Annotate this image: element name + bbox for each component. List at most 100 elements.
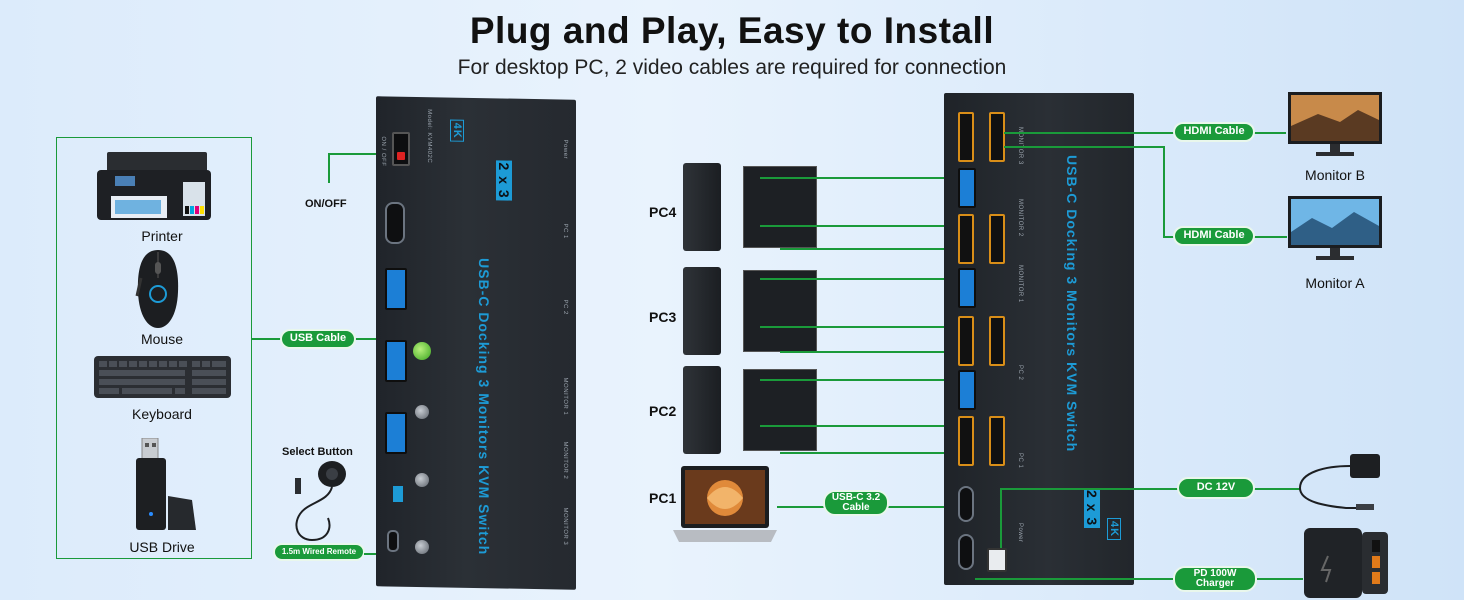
power-switch[interactable] bbox=[392, 132, 410, 166]
pd-charger-icon bbox=[1304, 528, 1390, 598]
pc4-hdmi-in-b[interactable] bbox=[989, 214, 1005, 264]
pd-charger-line1: PD 100W bbox=[1193, 567, 1237, 579]
back-4k-badge: 4K bbox=[1107, 518, 1121, 541]
back-label-pc2: PC 2 bbox=[1017, 365, 1023, 381]
back-label-monitor1: MONITOR 1 bbox=[1017, 265, 1023, 303]
pc4-rear-panel bbox=[743, 166, 817, 248]
back-label-monitor3: MONITOR 3 bbox=[1017, 127, 1023, 165]
remote-line bbox=[364, 553, 386, 555]
pc2-select-button[interactable] bbox=[415, 405, 429, 419]
pc4-line-c bbox=[780, 248, 980, 250]
back-label-power: Power bbox=[1017, 523, 1023, 543]
on-off-line bbox=[328, 153, 388, 155]
front-label-monitor1: MONITOR 1 bbox=[562, 377, 568, 416]
pc1-label: PC1 bbox=[649, 490, 677, 506]
monitor3-hdmi-out-b[interactable] bbox=[989, 112, 1005, 162]
pc3-line-b bbox=[760, 326, 960, 328]
back-product-text: USB-C Docking 3 Monitors KVM Switch bbox=[1064, 155, 1080, 453]
pc2-hdmi-in-a[interactable] bbox=[958, 416, 974, 466]
pc4-line-a bbox=[760, 177, 960, 179]
pd-charger-line2: Charger bbox=[1195, 578, 1235, 589]
remote-port[interactable] bbox=[387, 530, 399, 552]
front-usb-port-2[interactable] bbox=[385, 340, 407, 382]
page-subtitle: For desktop PC, 2 video cables are requi… bbox=[457, 56, 1007, 79]
pc3-tower-icon bbox=[683, 267, 721, 355]
keyboard-label: Keyboard bbox=[132, 406, 192, 422]
dc-line-vert bbox=[1000, 488, 1002, 548]
pd-charger-badge: PD 100W Charger bbox=[1173, 566, 1257, 592]
wired-remote-icon bbox=[288, 458, 354, 544]
pc1-usbc-port[interactable] bbox=[958, 486, 974, 522]
monitor-b-label: Monitor B bbox=[1305, 167, 1365, 183]
wired-remote-badge: 1.5m Wired Remote bbox=[273, 543, 365, 561]
dc-12v-badge: DC 12V bbox=[1177, 477, 1255, 499]
pc3-select-button[interactable] bbox=[415, 473, 429, 487]
front-model-label: Model: KVM402C bbox=[426, 109, 432, 164]
pd-usbc-port[interactable] bbox=[958, 534, 974, 570]
usbc-cable-line1: USB-C 3.2 bbox=[831, 491, 881, 503]
back-label-pc1: PC 1 bbox=[1017, 453, 1023, 469]
pc3-line-c bbox=[780, 351, 980, 353]
select-button-label: Select Button bbox=[282, 446, 353, 458]
on-off-label: ON/OFF bbox=[305, 198, 347, 210]
power-adapter-icon bbox=[1296, 452, 1386, 514]
edid-switch[interactable] bbox=[393, 486, 403, 502]
laptop-icon bbox=[673, 466, 777, 544]
front-usb-port-1[interactable] bbox=[385, 268, 407, 310]
pc3-hdmi-in-b[interactable] bbox=[989, 316, 1005, 366]
page-title: Plug and Play, Easy to Install bbox=[469, 10, 995, 51]
monitor-a-line-v bbox=[1163, 146, 1165, 236]
hdmi-cable-b-badge: HDMI Cable bbox=[1173, 122, 1255, 142]
pd-line bbox=[975, 578, 1303, 580]
usb-drive-icon bbox=[132, 437, 198, 532]
front-4k-badge: 4K bbox=[450, 119, 464, 142]
pc3-line-a bbox=[760, 278, 960, 280]
usb-cable-badge: USB Cable bbox=[280, 329, 356, 349]
pc2-label: PC2 bbox=[649, 403, 677, 419]
peripherals-box bbox=[56, 137, 252, 559]
pc4-label: PC4 bbox=[649, 204, 677, 220]
monitor-a-line-h1 bbox=[1004, 146, 1164, 148]
pc3-rear-panel bbox=[743, 270, 817, 352]
hdmi-cable-a-badge: HDMI Cable bbox=[1173, 226, 1255, 246]
keyboard-icon bbox=[94, 356, 231, 398]
pc2-hdmi-in-b[interactable] bbox=[989, 416, 1005, 466]
front-label-pc2: PC 2 bbox=[562, 299, 568, 315]
pc2-line-b bbox=[760, 425, 960, 427]
monitor3-hdmi-out-a[interactable] bbox=[958, 112, 974, 162]
back-label-monitor2: MONITOR 2 bbox=[1017, 199, 1023, 237]
printer-label: Printer bbox=[141, 228, 183, 244]
back-2x3-badge: 2 x 3 bbox=[1084, 488, 1100, 529]
pc3-usb-port[interactable] bbox=[958, 268, 976, 308]
front-label-monitor2: MONITOR 2 bbox=[562, 441, 568, 480]
printer-icon bbox=[97, 152, 211, 228]
pc3-hdmi-in-a[interactable] bbox=[958, 316, 974, 366]
front-usb-port-3[interactable] bbox=[385, 412, 407, 454]
front-label-monitor3: MONITOR 3 bbox=[562, 507, 568, 546]
mouse-icon bbox=[134, 248, 182, 330]
pc4-hdmi-in-a[interactable] bbox=[958, 214, 974, 264]
front-product-text: USB-C Docking 3 Monitors KVM Switch bbox=[476, 258, 492, 556]
pc2-usb-port[interactable] bbox=[958, 370, 976, 410]
front-label-pc1: PC 1 bbox=[562, 223, 568, 239]
usbc-cable-line2: Cable bbox=[842, 502, 870, 513]
pc1-select-button[interactable] bbox=[413, 342, 431, 360]
pc2-rear-panel bbox=[743, 369, 817, 451]
pc4-select-button[interactable] bbox=[415, 540, 429, 554]
usb-drive-label: USB Drive bbox=[129, 539, 195, 555]
front-power-switch-label: ON / OFF bbox=[380, 136, 386, 167]
front-usbc-port[interactable] bbox=[385, 202, 405, 244]
pc3-label: PC3 bbox=[649, 309, 677, 325]
pc4-usb-port[interactable] bbox=[958, 168, 976, 208]
mouse-label: Mouse bbox=[140, 331, 184, 347]
dc-line bbox=[1000, 488, 1300, 490]
dc-power-jack[interactable] bbox=[987, 548, 1007, 572]
usbc-cable-badge: USB-C 3.2 Cable bbox=[823, 490, 889, 516]
monitor-b-icon bbox=[1288, 92, 1382, 158]
front-label-power: Power bbox=[562, 139, 568, 160]
monitor-a-icon bbox=[1288, 196, 1382, 262]
pc2-line-a bbox=[760, 379, 960, 381]
pc2-tower-icon bbox=[683, 366, 721, 454]
front-2x3-badge: 2 x 3 bbox=[496, 160, 512, 201]
pc4-tower-icon bbox=[683, 163, 721, 251]
